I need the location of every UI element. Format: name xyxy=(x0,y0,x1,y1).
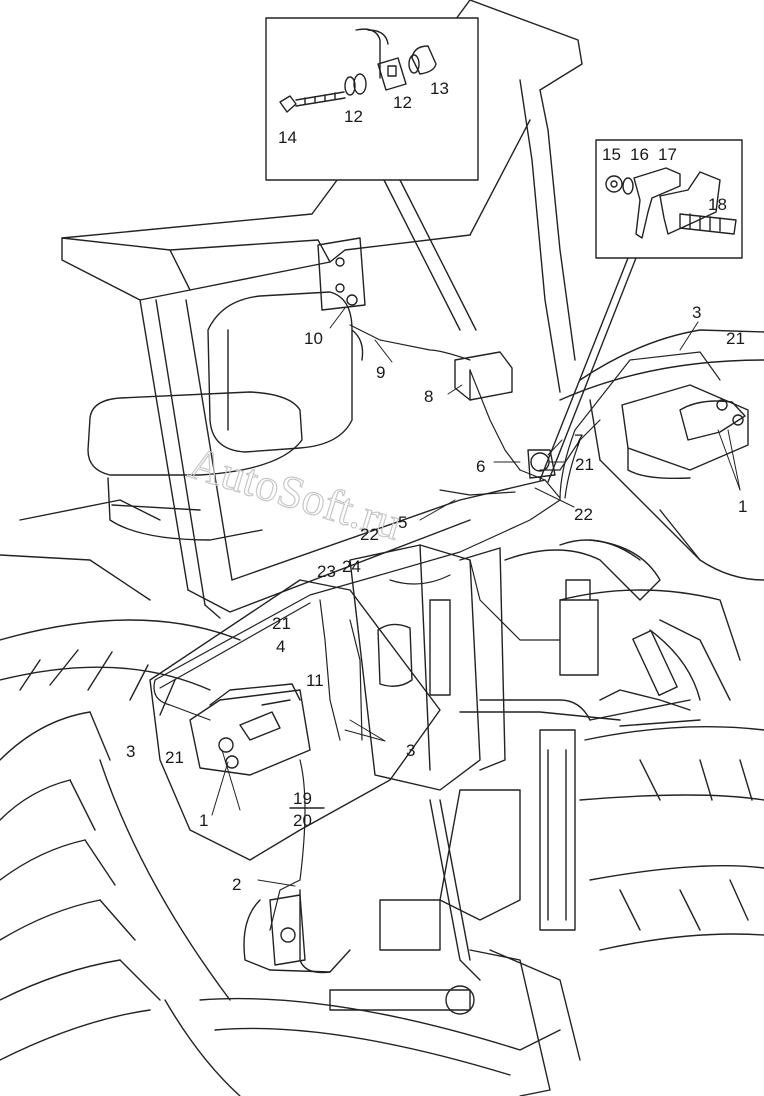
switch-panel-10 xyxy=(317,237,366,311)
callout-label: 21 xyxy=(726,329,745,348)
rear-socket xyxy=(269,894,306,966)
right-fender xyxy=(559,329,764,581)
callout-label: 12 xyxy=(344,107,363,126)
callout-label: 24 xyxy=(342,557,361,576)
callout-label: 20 xyxy=(293,811,312,830)
callout-label: 9 xyxy=(376,363,385,382)
callout-labels: 1 1 2 3 3 3 4 5 6 7 8 9 10 11 12 12 13 1… xyxy=(126,79,747,894)
callout-label: 22 xyxy=(360,525,379,544)
callout-label: 17 xyxy=(658,145,677,164)
callout-label: 1 xyxy=(199,811,208,830)
callout-label: 14 xyxy=(278,128,297,147)
callout-label: 18 xyxy=(708,195,727,214)
inset-detail-box-clamp xyxy=(539,139,743,483)
callout-label: 21 xyxy=(575,455,594,474)
left-battery-terminals xyxy=(218,699,291,769)
wiring-harness xyxy=(153,324,721,931)
left-rear-tyre xyxy=(0,619,241,1096)
callout-label: 21 xyxy=(165,748,184,767)
left-fender xyxy=(149,579,441,861)
callout-label: 3 xyxy=(406,741,415,760)
callout-label: 1 xyxy=(738,497,747,516)
leader-lines xyxy=(211,307,741,887)
callout-label: 8 xyxy=(424,387,433,406)
callout-label: 22 xyxy=(574,505,593,524)
callout-label: 5 xyxy=(398,513,407,532)
callout-label: 4 xyxy=(276,637,285,656)
cab-frame xyxy=(0,0,583,619)
operator-seat xyxy=(87,291,364,541)
inset-detail-box-bolt xyxy=(265,17,479,331)
callout-label: 15 xyxy=(602,145,621,164)
callout-label: 21 xyxy=(272,614,291,633)
callout-label: 3 xyxy=(692,303,701,322)
right-battery-box xyxy=(621,384,749,479)
hydraulic-lift xyxy=(459,539,731,727)
callout-label: 2 xyxy=(232,875,241,894)
lower-links xyxy=(199,729,581,1096)
callout-label: 13 xyxy=(430,79,449,98)
control-column xyxy=(349,544,506,791)
callout-label: 10 xyxy=(304,329,323,348)
callout-label: 6 xyxy=(476,457,485,476)
callout-label: 23 xyxy=(317,562,336,581)
relay-box-8 xyxy=(454,351,513,401)
callout-label: 16 xyxy=(630,145,649,164)
callout-label: 3 xyxy=(126,742,135,761)
callout-label: 11 xyxy=(306,671,324,690)
callout-label: 7 xyxy=(574,431,583,450)
callout-label: 12 xyxy=(393,93,412,112)
right-rear-tyre xyxy=(559,589,764,951)
sensor-6-7 xyxy=(527,449,556,479)
callout-label: 19 xyxy=(293,789,312,808)
